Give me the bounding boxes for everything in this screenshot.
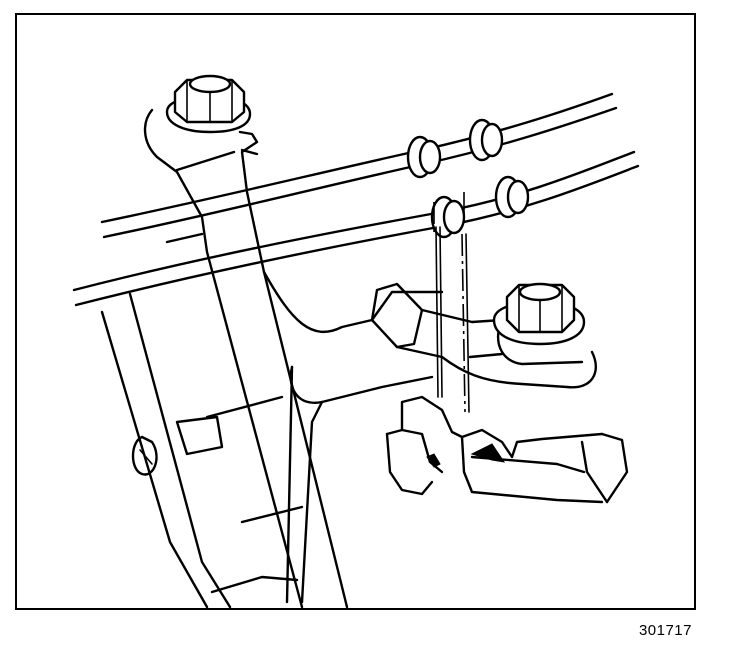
cable-retaining-clip bbox=[385, 395, 629, 504]
installation-guide-lines bbox=[433, 192, 470, 413]
cable-grommet-upper-right bbox=[468, 118, 504, 162]
upper-bolt bbox=[165, 74, 252, 134]
brake-cable-bracket-illustration bbox=[72, 74, 640, 608]
cable-grommet-lower-left bbox=[430, 195, 466, 239]
frame-rail bbox=[100, 292, 304, 608]
brake-cable-upper bbox=[100, 92, 618, 239]
illustration-frame bbox=[15, 13, 696, 610]
figure-id-label: 301717 bbox=[638, 622, 692, 639]
upper-bracket bbox=[143, 108, 349, 608]
cable-grommet-upper-left bbox=[406, 135, 442, 179]
lower-bolt bbox=[492, 282, 586, 346]
cable-grommet-lower-right bbox=[494, 175, 530, 219]
brake-cable-lower bbox=[72, 150, 640, 307]
